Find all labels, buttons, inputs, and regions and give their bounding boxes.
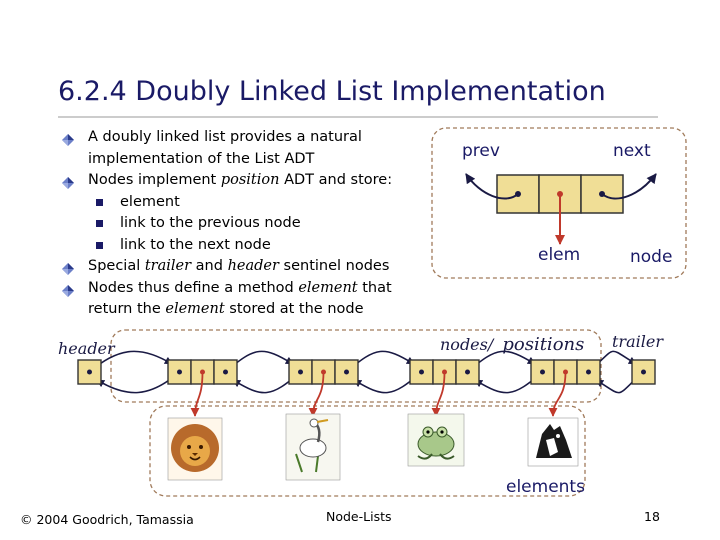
link-dot	[586, 369, 591, 375]
element-arrow	[431, 371, 446, 417]
square-bullet-icon	[96, 220, 103, 227]
bullet-text: Nodes implement	[88, 172, 221, 188]
italic-term: position	[220, 172, 280, 188]
prev-link	[96, 371, 181, 394]
node-diagram: prev next elem node	[431, 127, 687, 279]
bullet-text: Special	[88, 258, 145, 274]
link-dot	[87, 369, 92, 375]
diamond-bullet-icon	[62, 283, 74, 297]
element-arrow	[190, 371, 204, 417]
italic-term: element	[298, 279, 358, 296]
elem-label: elem	[538, 245, 580, 265]
element-arrow	[548, 371, 567, 417]
elements-label: elements	[506, 477, 585, 497]
italic-term: element	[165, 301, 225, 317]
bullet-text: link to the previous node	[120, 215, 301, 231]
link-dot	[419, 369, 424, 375]
nodes-word: nodes/	[440, 335, 495, 354]
bullet-text: stored at the node	[224, 301, 364, 317]
link-dot	[177, 369, 182, 375]
bullet-list: A doubly linked list provides a natural …	[60, 127, 430, 321]
prev-label: prev	[462, 141, 500, 161]
square-bullet-icon	[96, 198, 103, 206]
bullet-item: A doubly linked list provides a natural …	[60, 127, 430, 170]
bullet-item: Special trailer and header sentinel node…	[60, 256, 430, 278]
diamond-bullet-icon	[62, 132, 74, 146]
link-dot	[344, 369, 349, 375]
link-dot	[223, 369, 228, 375]
prev-arrow	[465, 173, 519, 200]
bullet-text: link to the next node	[120, 236, 271, 253]
link-dot	[641, 369, 646, 375]
next-arrow	[601, 173, 657, 200]
link-dot	[465, 369, 470, 375]
italic-term: trailer	[144, 258, 192, 274]
bullet-text: sentinel nodes	[278, 258, 390, 274]
footer-page-number: 18	[644, 509, 660, 524]
bullet-text: that return the	[88, 279, 392, 318]
sub-bullet-item: link to the previous node	[60, 213, 430, 235]
footer-center: Node-Lists	[326, 509, 392, 524]
sub-bullet-item: link to the next node	[60, 235, 430, 257]
link-dot	[540, 369, 545, 375]
node-region	[431, 127, 687, 279]
heron-picture	[285, 413, 341, 481]
bullet-text: and	[191, 258, 228, 274]
trailer-label: trailer	[612, 332, 664, 351]
footer-copyright: © 2004 Goodrich, Tamassia	[20, 512, 194, 527]
diamond-bullet-icon	[62, 261, 74, 275]
header-label: header	[58, 339, 116, 358]
elements-region	[149, 405, 586, 497]
frog-picture	[407, 413, 465, 467]
bullet-item: Nodes implement position ADT and store:	[60, 170, 430, 192]
horse-picture	[527, 417, 579, 467]
title-rule	[58, 116, 658, 118]
bullet-text: element	[120, 193, 180, 210]
node-label: node	[630, 247, 672, 267]
bullet-text: A doubly linked list provides a natural …	[88, 129, 362, 167]
element-arrows	[190, 371, 567, 417]
list-nodes	[77, 359, 656, 385]
nodes-label: nodes/ positions	[440, 334, 584, 355]
link-dot	[298, 369, 303, 375]
positions-word: positions	[502, 334, 584, 355]
nodes-region	[110, 329, 602, 403]
page-title: 6.2.4 Doubly Linked List Implementation	[58, 76, 606, 107]
bullet-text: Nodes thus define a method	[88, 279, 299, 296]
bullet-item: Nodes thus define a method element that …	[60, 278, 430, 321]
bullet-text: ADT and store:	[279, 172, 393, 188]
diamond-bullet-icon	[62, 175, 74, 189]
element-arrow	[308, 371, 325, 417]
square-bullet-icon	[96, 241, 103, 249]
lion-picture	[167, 417, 223, 481]
next-label: next	[613, 141, 651, 161]
italic-term: header	[227, 258, 279, 274]
sub-bullet-item: element	[60, 192, 430, 214]
